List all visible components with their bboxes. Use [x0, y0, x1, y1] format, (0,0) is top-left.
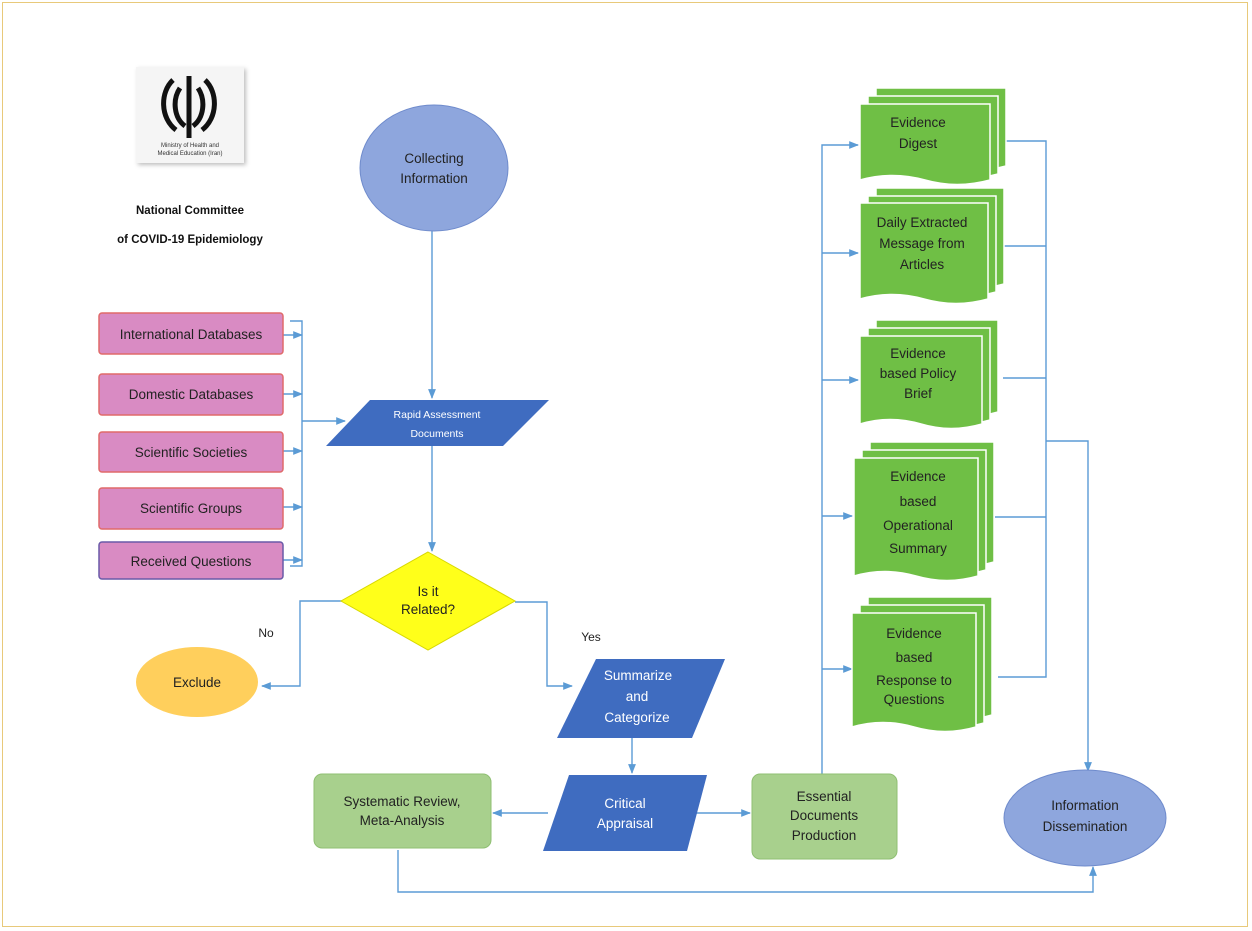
- svg-text:Daily Extracted: Daily Extracted: [877, 215, 968, 230]
- essential-documents-node: Essential Documents Production: [751, 773, 898, 860]
- svg-text:Related?: Related?: [401, 602, 455, 617]
- svg-text:Evidence: Evidence: [890, 346, 946, 361]
- svg-text:Summarize: Summarize: [604, 668, 672, 683]
- svg-text:and: and: [626, 689, 649, 704]
- source-label-1: Domestic Databases: [129, 387, 254, 402]
- svg-text:Meta-Analysis: Meta-Analysis: [360, 813, 445, 828]
- connectors: [261, 140, 1097, 893]
- no-label: No: [258, 626, 274, 640]
- svg-text:Exclude: Exclude: [173, 675, 221, 690]
- org-title-line2: of COVID-19 Epidemiology: [117, 234, 263, 246]
- source-box-2: Scientific Societies: [98, 431, 284, 473]
- svg-text:Evidence: Evidence: [890, 469, 946, 484]
- svg-text:Articles: Articles: [900, 257, 945, 272]
- svg-text:Systematic Review,: Systematic Review,: [343, 794, 460, 809]
- svg-text:Information: Information: [1051, 798, 1119, 813]
- decision-node: Is it Related?: [339, 551, 517, 651]
- svg-text:based: based: [900, 494, 937, 509]
- svg-text:Rapid Assessment: Rapid Assessment: [394, 409, 481, 421]
- svg-text:Documents: Documents: [790, 808, 859, 823]
- svg-text:Categorize: Categorize: [604, 710, 669, 725]
- emblem-icon: [161, 76, 217, 138]
- summarize-categorize-node: Summarize and Categorize: [557, 659, 725, 738]
- collecting-information-node: Collecting Information: [359, 104, 509, 232]
- yes-label: Yes: [581, 630, 601, 644]
- critical-appraisal-node: Critical Appraisal: [543, 775, 707, 851]
- source-box-0: International Databases: [98, 312, 284, 355]
- svg-text:Questions: Questions: [884, 692, 945, 707]
- information-dissemination-node: Information Dissemination: [1003, 769, 1167, 867]
- org-title-line1: National Committee: [136, 205, 244, 217]
- svg-text:Brief: Brief: [904, 386, 932, 401]
- source-label-4: Received Questions: [131, 554, 252, 569]
- exclude-node: Exclude: [136, 647, 258, 717]
- svg-text:Is it: Is it: [417, 584, 438, 599]
- svg-text:Information: Information: [400, 171, 468, 186]
- output-document-2: Evidence based Policy Brief: [859, 319, 999, 430]
- source-box-4: Received Questions: [98, 541, 284, 580]
- source-label-2: Scientific Societies: [135, 445, 248, 460]
- svg-text:Essential: Essential: [797, 789, 852, 804]
- svg-text:Summary: Summary: [889, 541, 947, 556]
- rapid-assessment-node: Rapid Assessment Documents: [326, 400, 549, 446]
- svg-text:Critical: Critical: [604, 796, 645, 811]
- output-document-1: Daily Extracted Message from Articles: [859, 187, 1005, 305]
- svg-text:Message from: Message from: [879, 236, 965, 251]
- logo-caption-line1: Ministry of Health and: [161, 143, 219, 149]
- ministry-logo: Ministry of Health and Medical Education…: [136, 67, 244, 163]
- output-document-3: Evidence based Operational Summary: [853, 441, 995, 582]
- svg-text:Evidence: Evidence: [886, 626, 942, 641]
- svg-text:based Policy: based Policy: [880, 366, 957, 381]
- svg-text:Operational: Operational: [883, 518, 953, 533]
- svg-text:Response to: Response to: [876, 673, 952, 688]
- output-document-0: Evidence Digest: [859, 87, 1007, 186]
- logo-caption-line2: Medical Education (Iran): [157, 151, 222, 157]
- source-label-3: Scientific Groups: [140, 501, 242, 516]
- systematic-review-node: Systematic Review, Meta-Analysis: [313, 773, 492, 849]
- svg-text:Digest: Digest: [899, 136, 938, 151]
- svg-text:Collecting: Collecting: [404, 151, 463, 166]
- source-label-0: International Databases: [120, 327, 263, 342]
- svg-text:Documents: Documents: [410, 428, 463, 440]
- source-box-1: Domestic Databases: [98, 373, 284, 416]
- svg-text:Production: Production: [792, 828, 857, 843]
- svg-text:Dissemination: Dissemination: [1043, 819, 1128, 834]
- source-box-3: Scientific Groups: [98, 487, 284, 530]
- output-document-4: Evidence based Response to Questions: [851, 596, 993, 733]
- svg-text:based: based: [896, 650, 933, 665]
- svg-text:Appraisal: Appraisal: [597, 816, 653, 831]
- svg-text:Evidence: Evidence: [890, 115, 946, 130]
